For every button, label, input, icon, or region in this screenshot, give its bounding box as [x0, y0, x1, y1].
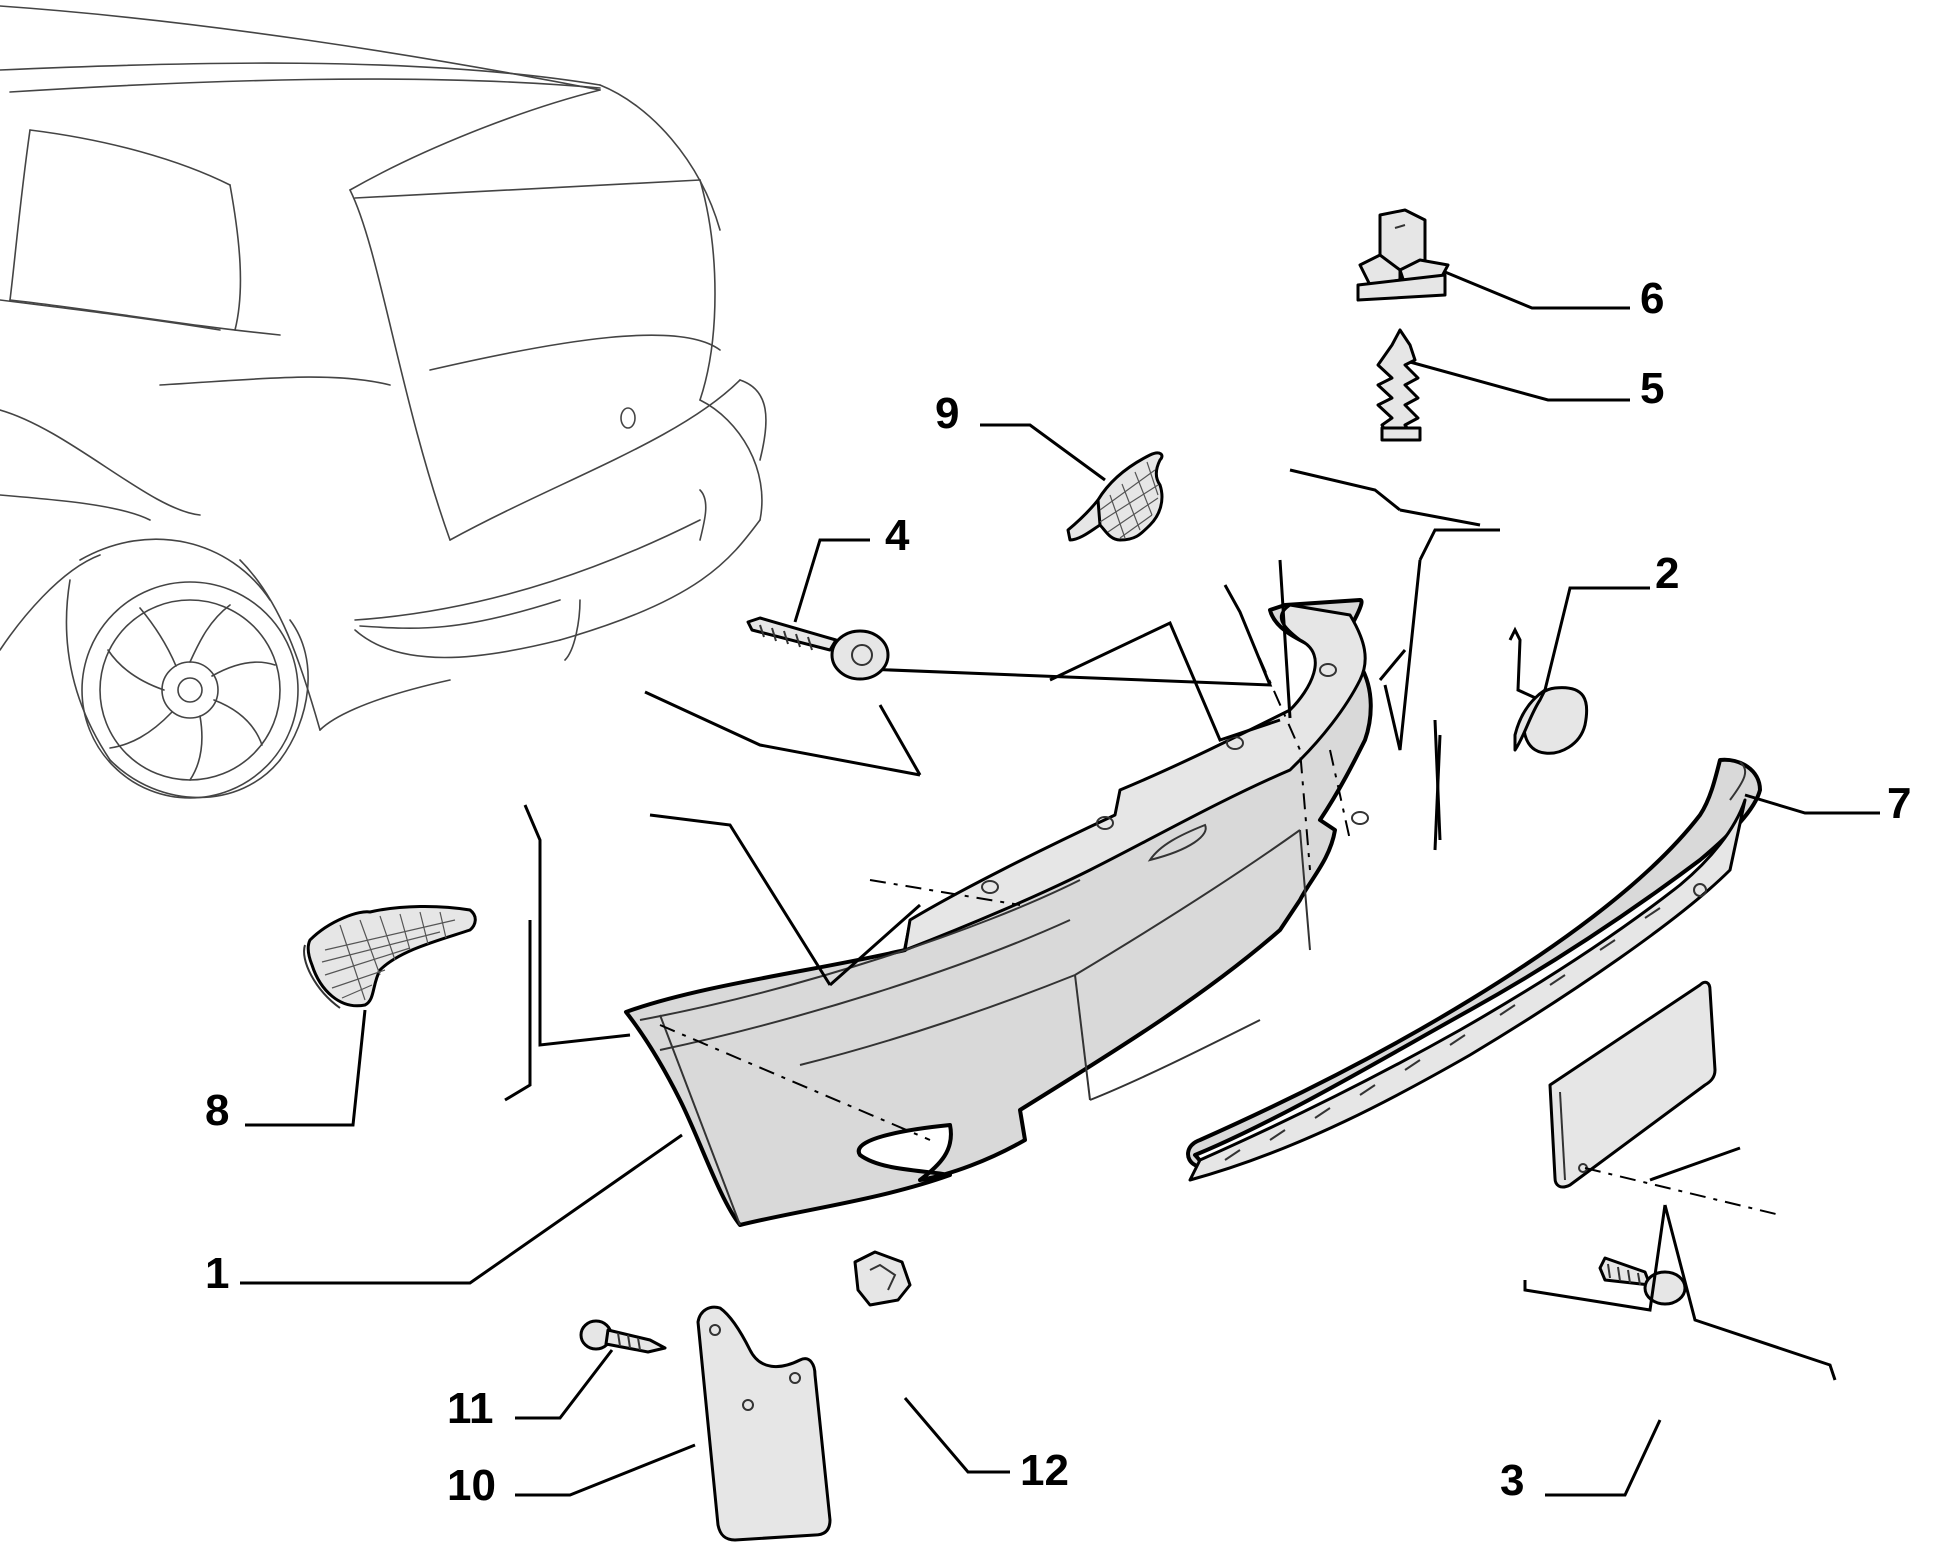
- grille-insert-right: [1066, 451, 1164, 542]
- retaining-clip-6: [1356, 208, 1450, 302]
- callout-2: 2: [1655, 549, 1679, 598]
- rear-bumper-cover: [624, 598, 1373, 1227]
- leader-11: [515, 1349, 614, 1420]
- vehicle-outline: [0, 5, 767, 799]
- leader-3: [1545, 1419, 1662, 1497]
- licence-plate: [1523, 980, 1837, 1381]
- self-tapping-screw-11: [579, 1319, 667, 1354]
- leader-7: [1744, 793, 1880, 815]
- assembly-guide-lines: [504, 468, 1500, 1102]
- leader-10: [515, 1443, 696, 1497]
- leader-5: [1409, 360, 1630, 402]
- callout-4: 4: [885, 511, 910, 560]
- expansion-rivet-5: [1376, 328, 1422, 442]
- callout-7: 7: [1887, 779, 1911, 828]
- leader-2: [1543, 586, 1650, 691]
- screw-3: [1598, 1256, 1687, 1306]
- callout-8: 8: [205, 1086, 229, 1135]
- mud-flap: [696, 1305, 832, 1542]
- callout-10: 10: [447, 1461, 496, 1510]
- callout-5: 5: [1640, 364, 1664, 413]
- towing-eye-cover: [1508, 626, 1589, 755]
- leader-9: [980, 423, 1106, 482]
- grille-insert-left: [303, 904, 477, 1009]
- callout-1: 1: [205, 1249, 229, 1298]
- callout-11: 11: [447, 1384, 494, 1433]
- callout-3: 3: [1500, 1456, 1524, 1505]
- leader-6: [1444, 270, 1630, 310]
- callout-12: 12: [1020, 1446, 1069, 1495]
- leader-lines: [240, 270, 1880, 1497]
- callout-6: 6: [1640, 274, 1664, 323]
- fastener-pin-4: [746, 616, 890, 681]
- leader-12: [903, 1397, 1010, 1474]
- callout-9: 9: [935, 389, 959, 438]
- callout-labels: 1 2 3 4 5 6 7 8 9 10 11 12: [205, 274, 1911, 1510]
- leader-1: [240, 1133, 683, 1285]
- leader-4: [793, 538, 870, 623]
- leader-8: [245, 1009, 367, 1127]
- lower-spoiler: [1186, 757, 1762, 1182]
- clip-nut-12: [853, 1250, 912, 1307]
